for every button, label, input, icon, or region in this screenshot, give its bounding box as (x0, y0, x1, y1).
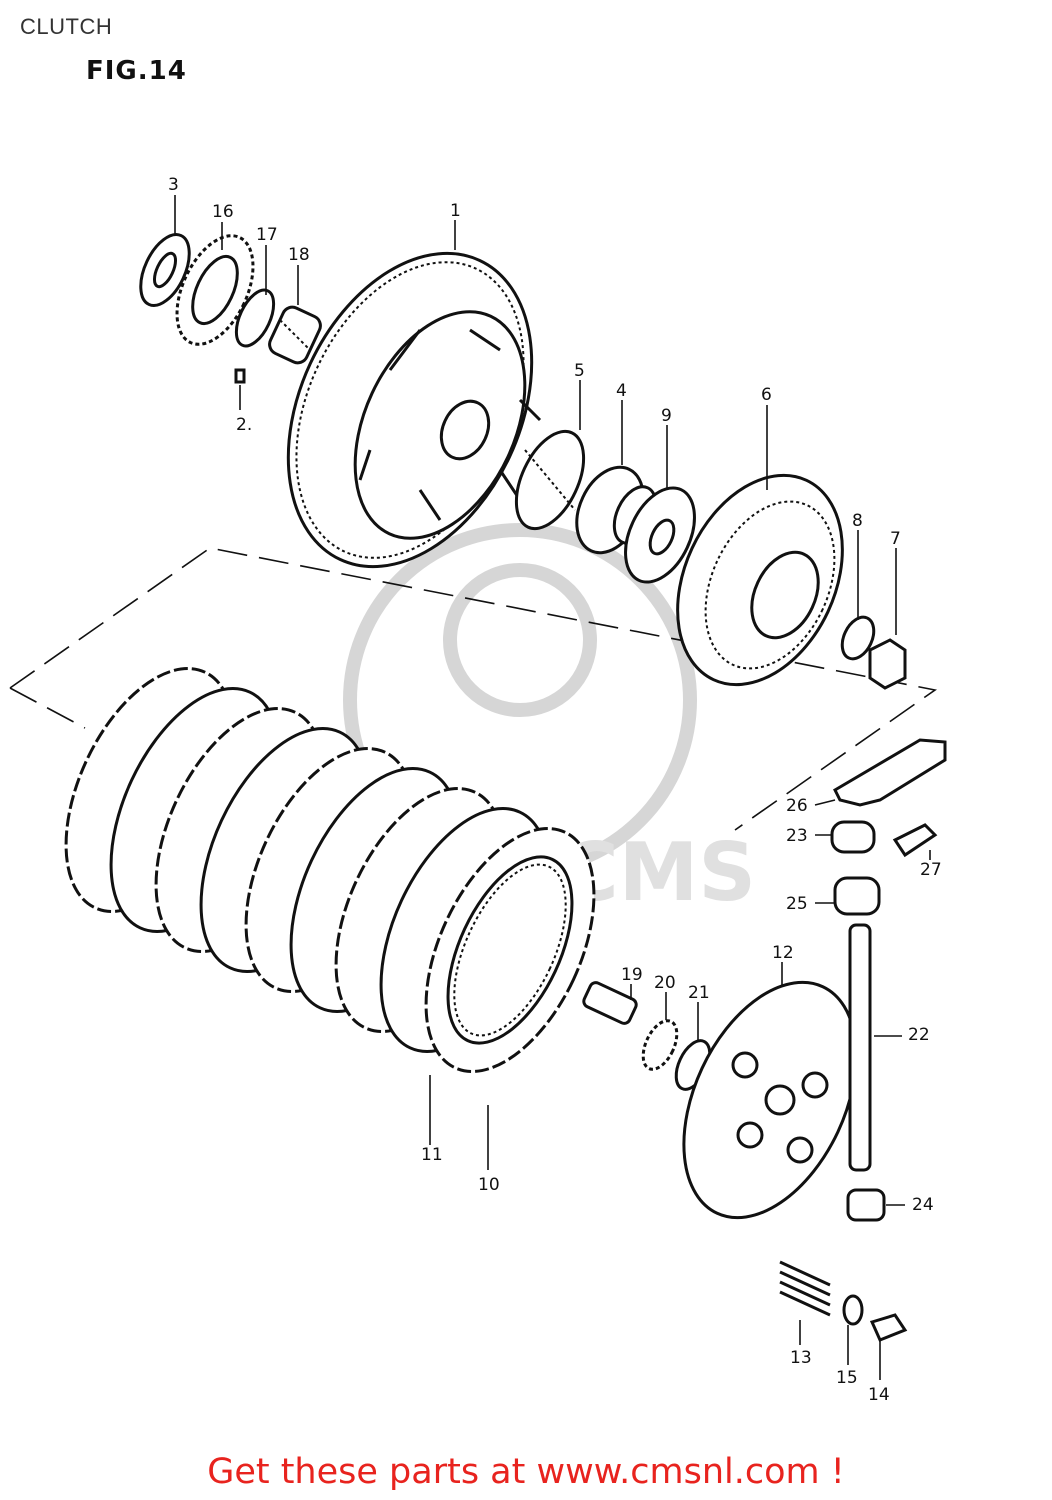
callout-26: 26 (786, 796, 808, 816)
figure-label: FIG.14 (86, 56, 187, 86)
callout-25: 25 (786, 894, 808, 914)
callout-23: 23 (786, 826, 808, 846)
part-22-release-shaft (848, 923, 872, 1172)
callout-20: 20 (654, 973, 676, 993)
callout-2: 2. (236, 415, 252, 435)
page-title: CLUTCH (20, 14, 113, 39)
assembly-outline (9, 547, 938, 831)
callout-6: 6 (761, 385, 772, 405)
part-8-lock-washer (840, 615, 876, 661)
footer-link[interactable]: Get these parts at www.cmsnl.com ! (207, 1452, 845, 1492)
callout-4: 4 (616, 381, 627, 401)
callout-11: 11 (421, 1145, 443, 1165)
part-25-bearing (833, 876, 881, 916)
part-24-bushing (846, 1188, 886, 1222)
part-23-oil-seal (830, 820, 876, 854)
callout-17: 17 (256, 225, 278, 245)
callout-9: 9 (661, 406, 672, 426)
parts-10-11-clutch-plate-stack (64, 667, 596, 1073)
callout-19: 19 (621, 965, 643, 985)
callout-21: 21 (688, 983, 710, 1003)
part-20-thrust-bearing (641, 1019, 679, 1071)
callout-22: 22 (908, 1025, 930, 1045)
callout-27: 27 (920, 860, 942, 880)
callout-15: 15 (836, 1368, 858, 1388)
part-14-bolt (869, 1313, 908, 1342)
callout-14: 14 (868, 1385, 890, 1405)
callout-8: 8 (852, 511, 863, 531)
callout-12: 12 (772, 943, 794, 963)
part-15-washer (842, 1294, 864, 1326)
callout-labels: 3 16 17 18 1 2. 5 4 9 6 8 7 11 10 12 19 … (168, 175, 942, 1405)
part-7-nut (868, 638, 907, 690)
callout-13: 13 (790, 1348, 812, 1368)
callout-10: 10 (478, 1175, 500, 1195)
callout-5: 5 (574, 361, 585, 381)
leader-lines (174, 195, 931, 1380)
callout-16: 16 (212, 202, 234, 222)
part-13-spring (779, 1260, 831, 1317)
part-2-pin (234, 368, 246, 384)
part-19-push-piece (582, 981, 638, 1025)
part-26-release-lever (833, 738, 947, 807)
part-17-bushing (234, 288, 276, 348)
part-5-needle-bearing (514, 429, 586, 531)
part-27-bolt (892, 823, 938, 858)
callout-1: 1 (450, 201, 461, 221)
callout-3: 3 (168, 175, 179, 195)
callout-7: 7 (890, 529, 901, 549)
callout-18: 18 (288, 245, 310, 265)
callout-24: 24 (912, 1195, 934, 1215)
